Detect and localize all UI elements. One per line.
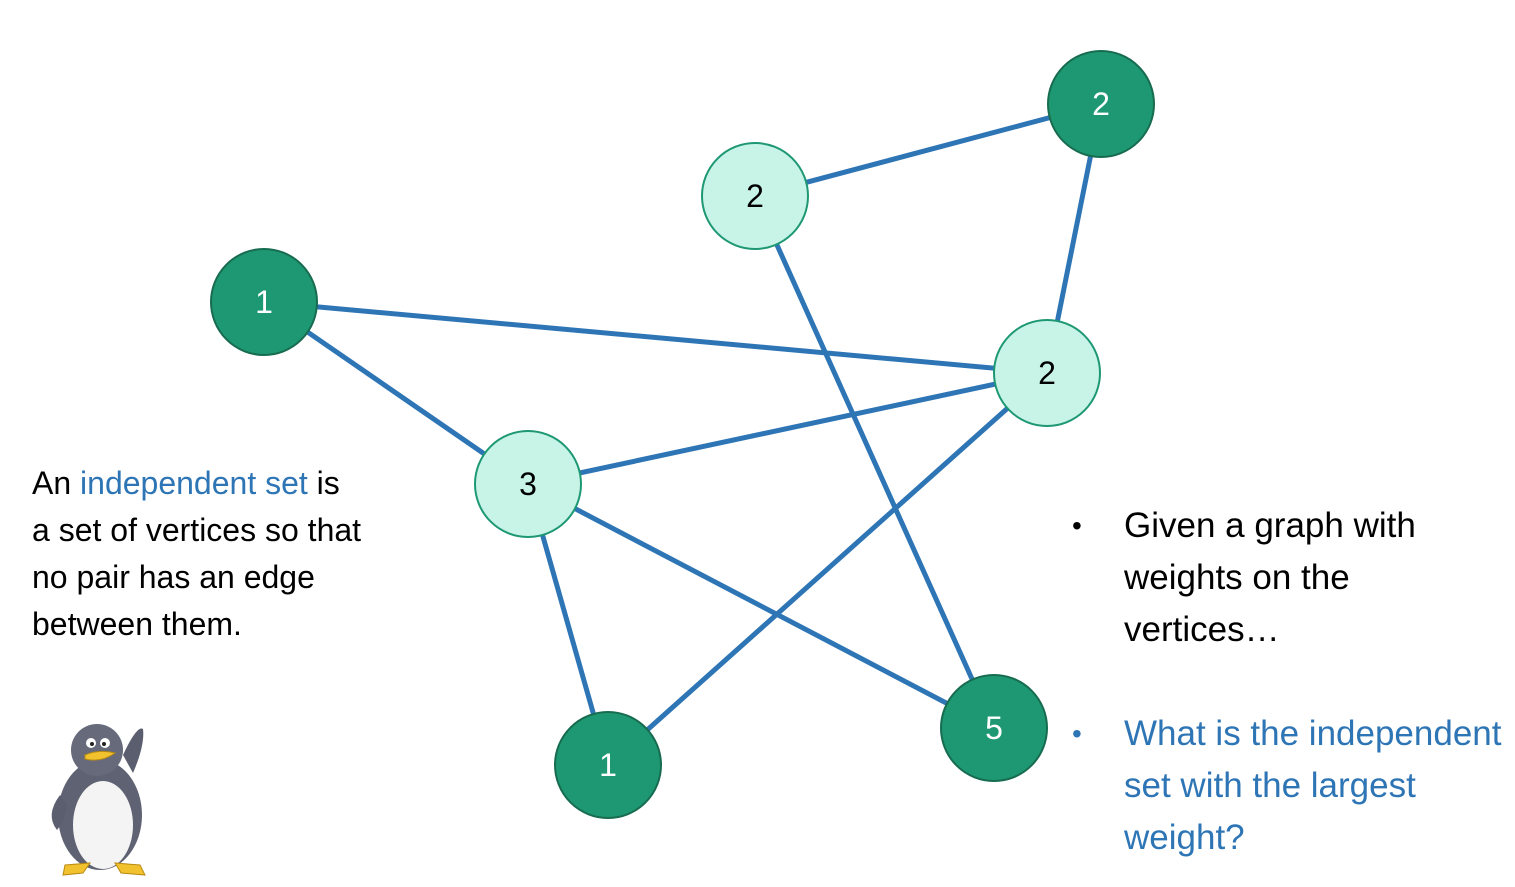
bullet-given-graph: • Given a graph with weights on the vert… — [1068, 500, 1508, 656]
graph-node-circle — [993, 319, 1101, 427]
definition-highlight: independent set — [80, 465, 308, 501]
bullet-given-graph-text: Given a graph with weights on the vertic… — [1124, 506, 1416, 649]
graph-node-weight: 1 — [599, 747, 617, 783]
graph-node-weight: 1 — [255, 284, 273, 320]
graph-nodes: 2 2 1 2 3 5 1 — [210, 50, 1155, 819]
graph-edge-a-b — [752, 101, 1104, 199]
graph-node-weight: 2 — [746, 178, 764, 214]
definition-rest: is a set of vertices so that no pair has… — [32, 465, 362, 642]
graph-node-circle — [474, 430, 582, 538]
graph-node-circle — [701, 142, 809, 250]
graph-node-g: 1 — [554, 711, 662, 819]
graph-node-e: 3 — [474, 430, 582, 538]
graph-node-weight: 2 — [1092, 86, 1110, 122]
graph-node-weight: 3 — [519, 466, 537, 502]
bullet-question: • What is the independent set with the l… — [1068, 708, 1508, 864]
graph-node-d: 2 — [993, 319, 1101, 427]
graph-node-circle — [1047, 50, 1155, 158]
bullet-dot-icon: • — [1072, 718, 1082, 749]
graph-edges — [261, 101, 1104, 768]
graph-node-f: 5 — [940, 674, 1048, 782]
graph-edge-e-d — [525, 370, 1050, 487]
independent-set-definition: An independent set is a set of vertices … — [32, 460, 362, 648]
graph-node-circle — [210, 248, 318, 356]
graph-node-weight: 5 — [985, 710, 1003, 746]
bullet-question-text: What is the independent set with the lar… — [1124, 714, 1502, 857]
graph-edge-c-d — [261, 299, 1050, 376]
definition-prefix: An — [32, 465, 81, 501]
graph-edge-d-g — [605, 370, 1050, 768]
graph-node-circle — [554, 711, 662, 819]
graph-node-c: 1 — [210, 248, 318, 356]
penguin-mascot-icon — [51, 724, 146, 876]
question-bullets: • Given a graph with weights on the vert… — [1068, 500, 1508, 864]
graph-node-weight: 2 — [1038, 355, 1056, 391]
bullet-dot-icon: • — [1072, 510, 1082, 541]
graph-edge-e-f — [525, 481, 997, 731]
graph-edge-b-f — [752, 193, 997, 731]
graph-node-b: 2 — [701, 142, 809, 250]
graph-node-circle — [940, 674, 1048, 782]
graph-node-a: 2 — [1047, 50, 1155, 158]
